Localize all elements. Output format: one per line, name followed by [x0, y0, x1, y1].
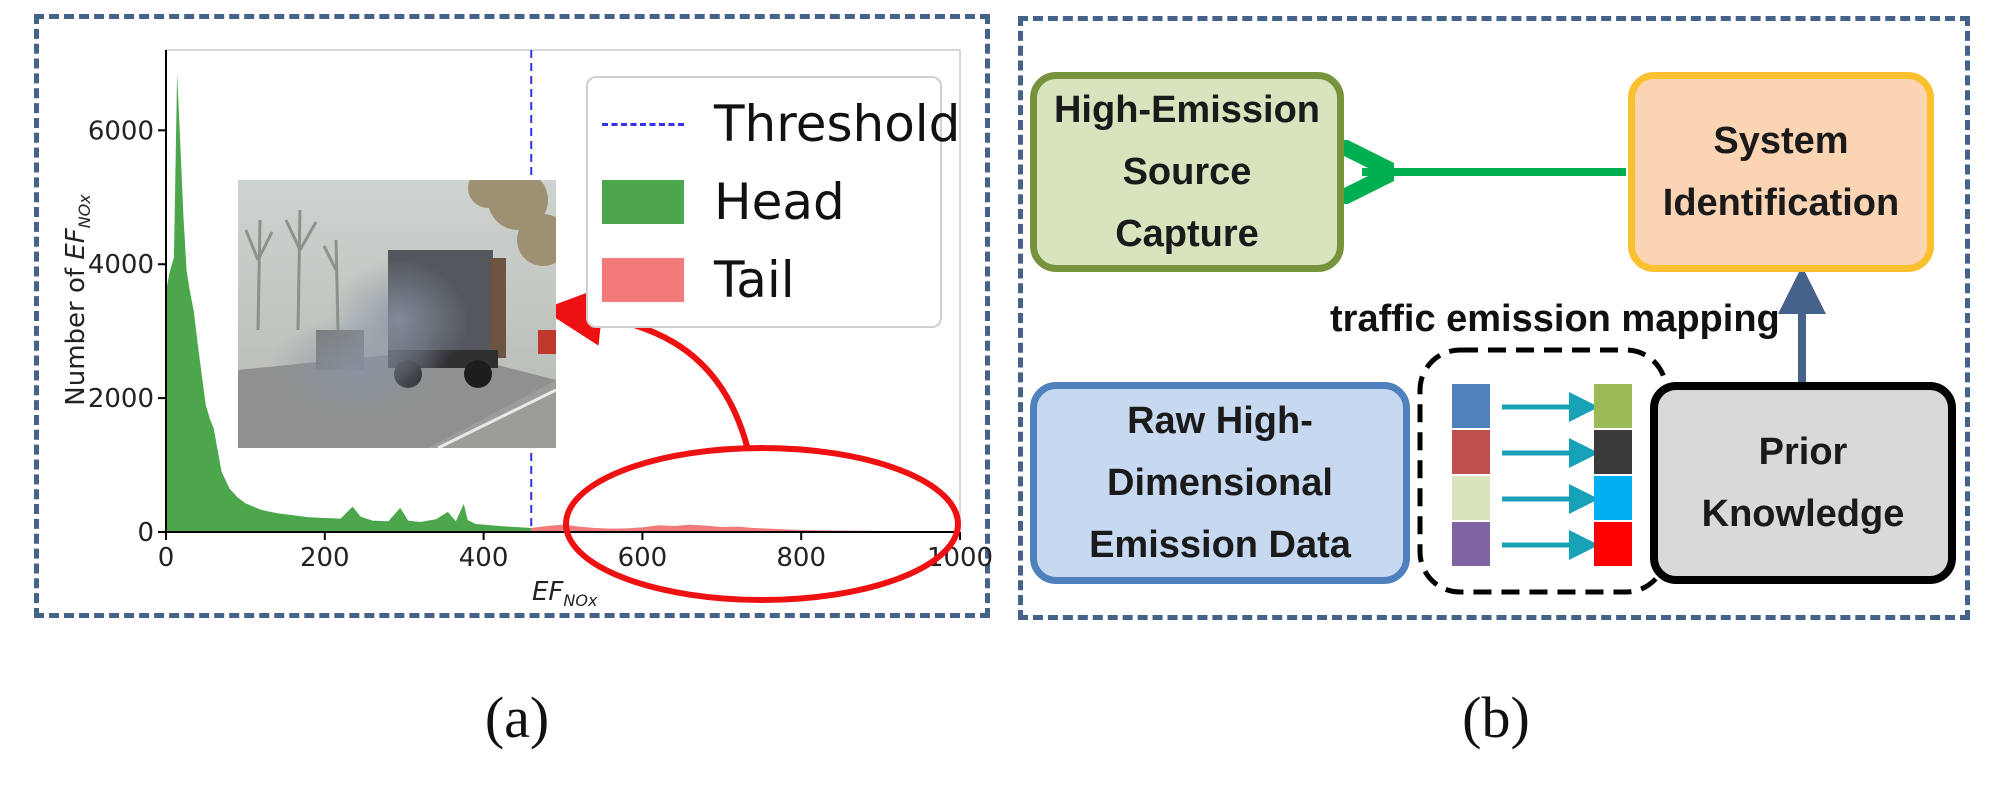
legend-threshold: Threshold — [602, 94, 960, 154]
y-tick-label: 2000 — [88, 384, 154, 414]
series-area-tail — [531, 524, 960, 532]
chart-legend: Threshold Head Tail — [586, 76, 960, 328]
y-tick-label: 4000 — [88, 250, 154, 280]
caption-b: (b) — [1462, 685, 1530, 750]
legend-head-label: Head — [714, 173, 845, 231]
raw-emission-data-box: Raw High- Dimensional Emission Data — [1030, 382, 1410, 584]
y-tick-label: 6000 — [88, 116, 154, 146]
target-feature-square — [1594, 476, 1632, 520]
y-axis-label: Number of EFNOx — [61, 194, 94, 406]
series-area-head — [166, 73, 532, 533]
source-feature-square — [1452, 522, 1490, 566]
target-feature-square — [1594, 430, 1632, 474]
x-tick-label: 800 — [776, 543, 826, 573]
legend-head: Head — [602, 172, 845, 232]
source-feature-square — [1452, 430, 1490, 474]
legend-threshold-label: Threshold — [714, 95, 961, 153]
source-feature-square — [1452, 384, 1490, 428]
y-tick-label: 0 — [137, 518, 154, 548]
prior-knowledge-box: Prior Knowledge — [1650, 382, 1956, 584]
x-axis-label: EFNOx — [532, 577, 598, 610]
x-tick-label: 400 — [459, 543, 509, 573]
legend-tail-label: Tail — [714, 251, 795, 309]
mapping-label: traffic emission mapping — [1330, 298, 1780, 340]
truck-exhaust-photo — [238, 180, 556, 448]
x-tick-label: 600 — [618, 543, 668, 573]
source-feature-square — [1452, 476, 1490, 520]
legend-tail: Tail — [602, 250, 795, 310]
tail-highlight-ellipse — [563, 445, 961, 603]
x-tick-label: 0 — [158, 543, 175, 573]
target-feature-square — [1594, 384, 1632, 428]
legend-tail-swatch — [602, 258, 684, 302]
panel-b-frame — [1018, 16, 1970, 620]
caption-a: (a) — [484, 685, 550, 750]
system-identification-box: System Identification — [1628, 72, 1934, 272]
legend-threshold-swatch — [602, 122, 684, 126]
target-feature-square — [1594, 522, 1632, 566]
x-tick-label: 200 — [300, 543, 350, 573]
high-emission-source-capture-box: High-Emission Source Capture — [1030, 72, 1344, 272]
panel-a-frame — [34, 14, 990, 618]
legend-head-swatch — [602, 180, 684, 224]
